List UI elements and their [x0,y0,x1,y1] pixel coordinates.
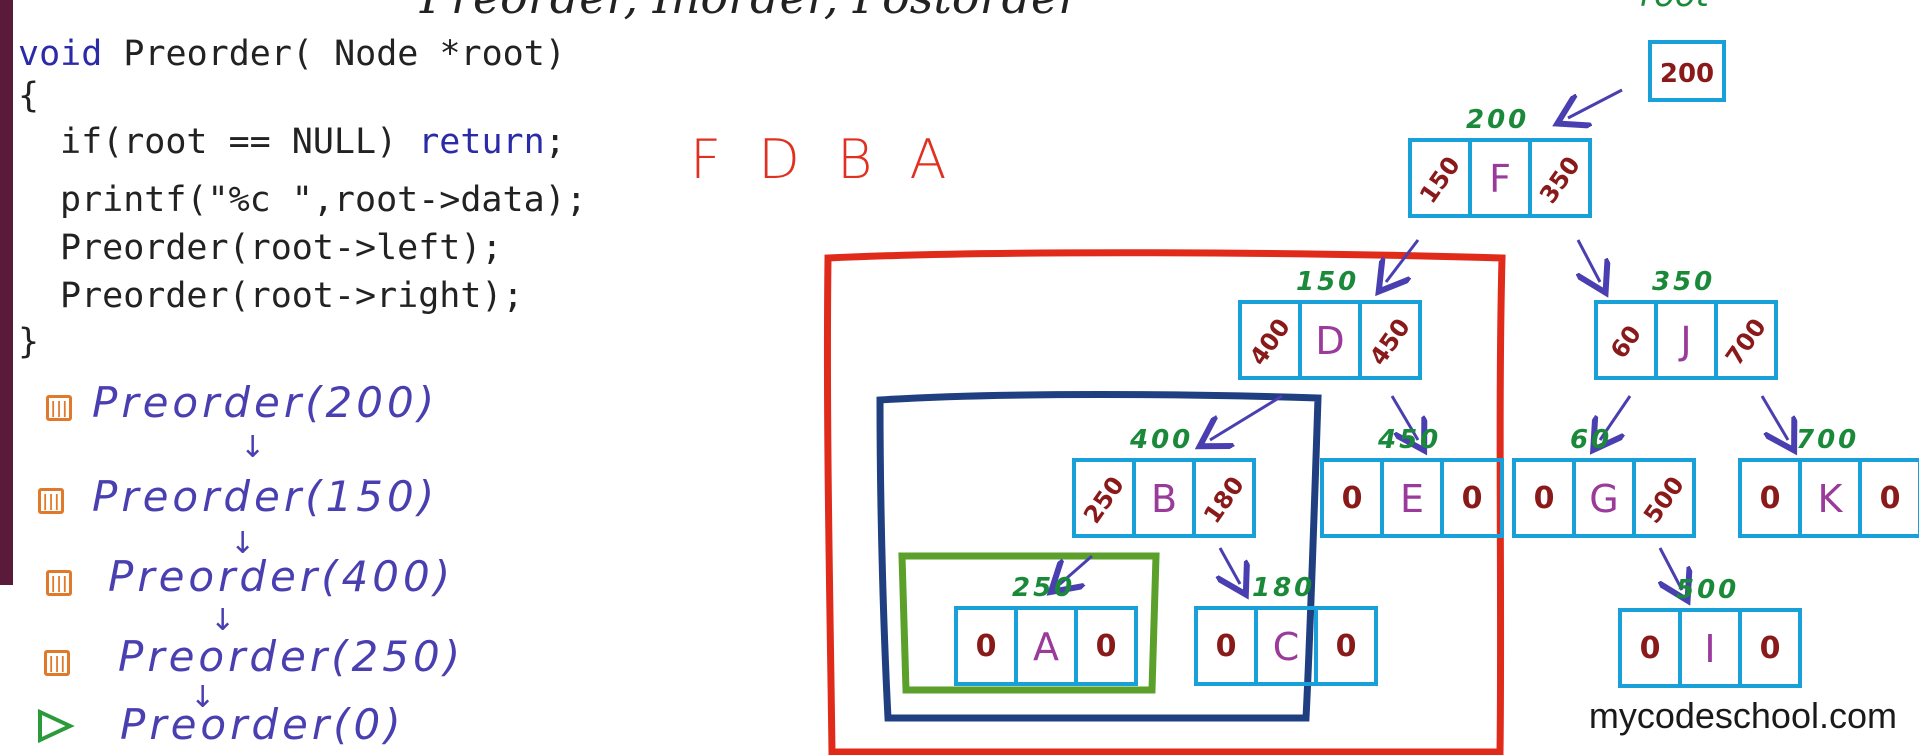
node-data-value: E [1400,477,1424,521]
green-frame [898,552,1160,694]
node-right-pointer: 180 [1198,471,1250,528]
tree-node-e: 450 0 E 0 [1320,425,1504,538]
node-right-pointer: 0 [1336,629,1357,664]
node-data-value: A [1033,625,1059,669]
node-right-pointer: 0 [1462,481,1483,516]
root-box [1648,40,1726,102]
node-right-pointer: 350 [1534,151,1586,208]
root-label: root [1640,0,1711,15]
node-address: 250 [1012,573,1075,603]
tree-node-a: 250 0 A 0 [954,573,1138,686]
call-stack-item-1: Preorder(200) [92,378,439,427]
node-left-pointer: 0 [1760,481,1781,516]
node-data-value: C [1273,625,1300,669]
node-left-pointer: 0 [976,629,997,664]
code-line-6: Preorder(root->right); [60,276,524,316]
node-left-pointer: 0 [1640,631,1661,666]
node-right-cell [1738,608,1802,688]
down-arrow-icon: ↓ [210,603,236,638]
root-value: 200 [1660,59,1714,89]
code-line-4: printf("%c ",root->data); [60,180,587,220]
node-right-pointer: 0 [1760,631,1781,666]
code-line-1: void Preorder( Node *root) [18,34,566,74]
node-right-pointer: 500 [1638,471,1690,528]
node-data-value: D [1315,319,1344,363]
call-stack-item-5: Preorder(0) [120,700,405,749]
preorder-output: F D B A [690,128,957,191]
node-address: 150 [1296,267,1359,297]
node-address: 350 [1652,267,1715,297]
tree-node-k: 700 0 K 0 [1738,425,1919,538]
node-right-cell [1714,300,1778,380]
node-left-pointer: 400 [1244,313,1296,370]
node-address: 400 [1129,425,1193,455]
node-address: 700 [1796,425,1859,455]
node-right-cell [1440,458,1504,538]
node-right-pointer: 700 [1720,313,1772,370]
down-arrow-icon: ↓ [240,430,266,465]
stack-frame-icon: ||| [46,395,72,421]
call-stack-item-3: Preorder(400) [108,552,455,601]
code-line-7: } [18,322,40,362]
title-partial: Preorder, Inorder, Postorder [420,0,1080,24]
call-stack-item-2: Preorder(150) [92,472,439,521]
code-line-5: Preorder(root->left); [60,228,503,268]
down-arrow-icon: ↓ [190,680,216,715]
node-right-cell [1192,458,1256,538]
node-right-pointer: 0 [1880,481,1901,516]
tree-edges [1060,88,1788,590]
node-left-pointer: 0 [1216,629,1237,664]
node-left-pointer: 0 [1534,481,1555,516]
node-right-cell [1858,458,1919,538]
node-right-cell [1632,458,1696,538]
node-data-value: G [1589,477,1618,521]
tree-node-c: 180 0 C 0 [1194,573,1378,686]
stack-frame-icon: ||| [46,570,72,596]
node-data-value: F [1489,157,1511,201]
node-address: 500 [1676,575,1739,605]
code-line-2: { [18,76,40,116]
node-left-pointer: 0 [1342,481,1363,516]
node-right-cell [1358,300,1422,380]
tree-node-b: 400 250 B 180 [1072,425,1256,538]
node-right-pointer: 0 [1096,629,1117,664]
left-sidebar-strip [0,0,13,585]
node-address: 200 [1466,105,1529,135]
node-address: 180 [1252,573,1315,603]
node-left-pointer: 60 [1605,320,1647,363]
node-data-value: J [1678,319,1691,363]
node-address: 60 [1570,425,1612,455]
stack-frame-icon: ||| [44,650,70,676]
blue-frame [876,391,1322,722]
down-arrow-icon: ↓ [230,526,256,561]
play-icon [38,708,75,744]
code-line-3: if(root == NULL) return; [60,122,566,162]
node-left-pointer: 150 [1414,151,1466,208]
tree-node-i: 500 0 I 0 [1618,575,1802,688]
node-right-pointer: 450 [1364,313,1416,370]
node-data-value: K [1818,477,1844,521]
node-right-cell [1528,138,1592,218]
node-data-value: I [1704,627,1715,671]
call-stack-item-4: Preorder(250) [118,632,465,681]
node-left-pointer: 250 [1078,471,1130,528]
node-data-value: B [1151,477,1177,521]
stack-frame-icon: ||| [38,488,64,514]
node-right-cell [1074,606,1138,686]
node-right-cell [1314,606,1378,686]
watermark: mycodeschool.com [1588,695,1897,736]
node-address: 450 [1377,425,1441,455]
